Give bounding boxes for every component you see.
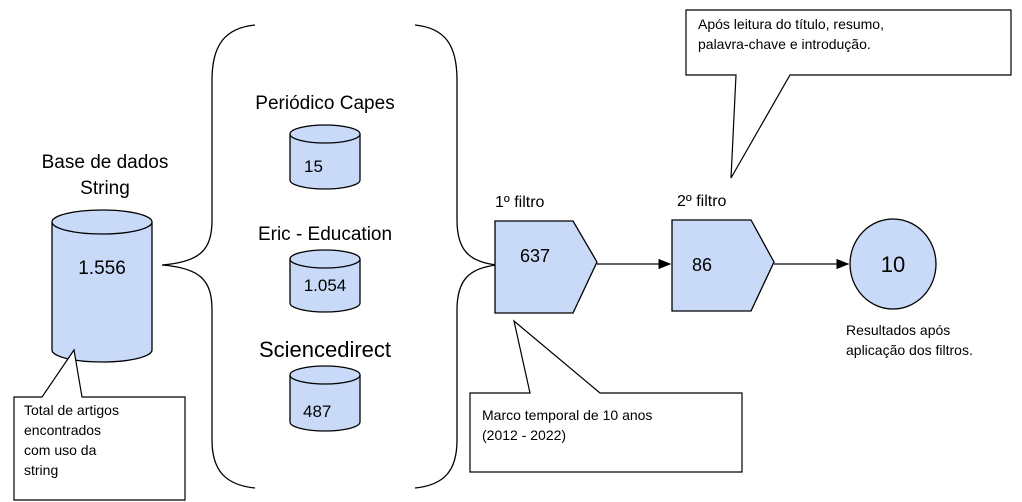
filter2-label: 2º filtro — [677, 193, 727, 210]
callout-marco-text: Marco temporal de 10 anos (2012 - 2022) — [482, 405, 652, 445]
source-value-capes: 15 — [304, 157, 323, 176]
main-database-cylinder — [51, 209, 153, 363]
callout-total-line: encontrados — [24, 422, 102, 438]
callout-total-bubble — [13, 348, 186, 501]
filter2-value: 86 — [692, 255, 713, 275]
callout-leitura-line: Após leitura do título, resumo, — [698, 16, 884, 32]
main-db-value: 1.556 — [78, 258, 126, 279]
callout-total-line: com uso da — [24, 442, 97, 458]
result-caption-line2: aplicação dos filtros. — [846, 342, 973, 358]
filter2-shape — [671, 219, 775, 312]
callout-marco-line: (2012 - 2022) — [482, 427, 567, 443]
source-name-eric: Eric - Education — [257, 224, 393, 245]
result-value: 10 — [880, 252, 906, 277]
callout-leitura-bubble — [685, 9, 1012, 179]
filter1-value: 637 — [520, 246, 551, 266]
capes-cylinder — [289, 124, 361, 190]
result-circle — [849, 218, 937, 310]
filter1-shape — [494, 220, 598, 314]
left-brace — [161, 24, 256, 489]
source-value-eric: 1.054 — [303, 276, 347, 295]
callout-total-line: string — [24, 462, 59, 478]
source-name-sciencedirect: Sciencedirect — [258, 337, 392, 362]
result-caption: Resultados após aplicação dos filtros. — [846, 320, 973, 360]
callout-total-text: Total de artigos encontrados com uso da … — [24, 400, 119, 480]
callout-leitura-line: palavra-chave e introdução. — [698, 36, 871, 52]
source-value-sciencedirect: 487 — [303, 402, 332, 421]
callout-leitura-text: Após leitura do título, resumo, palavra-… — [698, 14, 884, 54]
callout-total-line: Total de artigos — [24, 402, 119, 418]
main-db-title-line1: Base de dados — [41, 152, 169, 173]
eric-cylinder — [289, 249, 361, 313]
result-caption-line1: Resultados após — [846, 322, 951, 338]
source-name-capes: Periódico Capes — [255, 93, 395, 114]
main-db-title: Base de dados String — [20, 150, 190, 202]
main-db-title-line2: String — [80, 178, 130, 199]
filter1-label: 1º filtro — [495, 194, 545, 211]
callout-marco-bubble — [469, 319, 743, 473]
sciencedirect-cylinder — [289, 365, 361, 432]
callout-marco-line: Marco temporal de 10 anos — [482, 407, 653, 423]
